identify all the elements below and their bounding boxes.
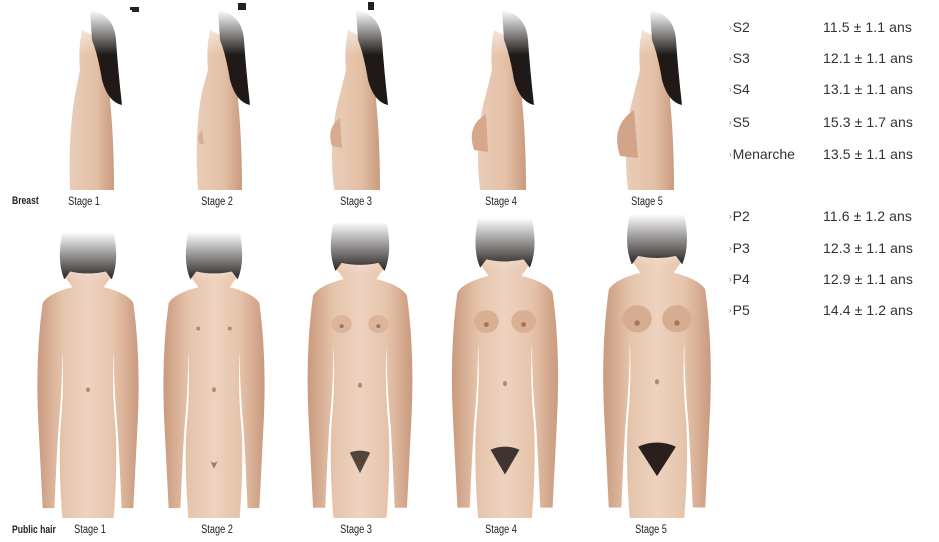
- pubic-stage-2-label: Stage 2: [169, 524, 265, 536]
- small-arrow-bullet-icon: ›: [729, 85, 732, 94]
- pubic-stage-3-label: Stage 3: [308, 524, 404, 536]
- breast-stage-4-label: Stage 4: [453, 196, 549, 208]
- pubic-stage-4-figure: [442, 218, 568, 518]
- stat-name: P2: [733, 208, 750, 224]
- stat-row: ›S5 15.3 ± 1.7 ans: [724, 112, 939, 132]
- small-arrow-bullet-icon: ›: [729, 306, 732, 315]
- stat-row: ›P4 12.9 ± 1.1 ans: [724, 269, 939, 289]
- stat-value: 12.3 ± 1.1 ans: [823, 238, 913, 258]
- small-arrow-bullet-icon: ›: [729, 275, 732, 284]
- pubic-stage-1-figure: [28, 232, 148, 518]
- stat-name: S3: [733, 50, 750, 66]
- stat-row: ›P5 14.4 ± 1.2 ans: [724, 300, 939, 320]
- stat-value: 11.5 ± 1.1 ans: [823, 17, 912, 37]
- stat-name: S4: [733, 81, 750, 97]
- stat-row: ›S4 13.1 ± 1.1 ans: [724, 79, 939, 99]
- breast-stage-1-figure: [52, 10, 132, 190]
- stat-name: Menarche: [733, 146, 795, 162]
- stat-name: S2: [733, 19, 750, 35]
- stat-name: P3: [733, 240, 750, 256]
- stat-value: 13.5 ± 1.1 ans: [823, 144, 913, 164]
- breast-stage-3-figure: [318, 10, 398, 190]
- stat-value: 11.6 ± 1.2 ans: [823, 206, 912, 226]
- breast-stage-4-figure: [464, 10, 544, 190]
- pubic-stage-1-label: Stage 1: [42, 524, 138, 536]
- stat-name: P5: [733, 302, 750, 318]
- small-arrow-bullet-icon: ›: [729, 150, 732, 159]
- stat-value: 12.9 ± 1.1 ans: [823, 269, 913, 289]
- stat-value: 14.4 ± 1.2 ans: [823, 300, 913, 320]
- small-arrow-bullet-icon: ›: [729, 54, 732, 63]
- stat-name: P4: [733, 271, 750, 287]
- stat-value: 12.1 ± 1.1 ans: [823, 48, 913, 68]
- small-arrow-bullet-icon: ›: [729, 118, 732, 127]
- pubic-stage-3-figure: [298, 222, 422, 518]
- stat-name: S5: [733, 114, 750, 130]
- small-arrow-bullet-icon: ›: [729, 212, 732, 221]
- breast-stage-2-figure: [180, 10, 260, 190]
- stat-row: ›P3 12.3 ± 1.1 ans: [724, 238, 939, 258]
- stat-row: ›P2 11.6 ± 1.2 ans: [724, 206, 939, 226]
- stat-value: 13.1 ± 1.1 ans: [823, 79, 913, 99]
- small-arrow-bullet-icon: ›: [729, 23, 732, 32]
- pubic-stage-2-figure: [154, 232, 274, 518]
- pubic-stage-5-label: Stage 5: [603, 524, 699, 536]
- breast-stage-1-label: Stage 1: [36, 196, 132, 208]
- pubic-stage-4-label: Stage 4: [453, 524, 549, 536]
- breast-stage-3-label: Stage 3: [308, 196, 404, 208]
- small-arrow-bullet-icon: ›: [729, 244, 732, 253]
- breast-stage-5-label: Stage 5: [599, 196, 695, 208]
- stat-row: ›S2 11.5 ± 1.1 ans: [724, 17, 939, 37]
- breast-row-label: Breast: [12, 195, 39, 207]
- stat-value: 15.3 ± 1.7 ans: [823, 112, 913, 132]
- stat-row: ›Menarche 13.5 ± 1.1 ans: [724, 144, 939, 164]
- pubic-stage-5-figure: [594, 214, 720, 518]
- breast-stage-5-figure: [612, 10, 692, 190]
- stat-row: ›S3 12.1 ± 1.1 ans: [724, 48, 939, 68]
- breast-stage-2-label: Stage 2: [169, 196, 265, 208]
